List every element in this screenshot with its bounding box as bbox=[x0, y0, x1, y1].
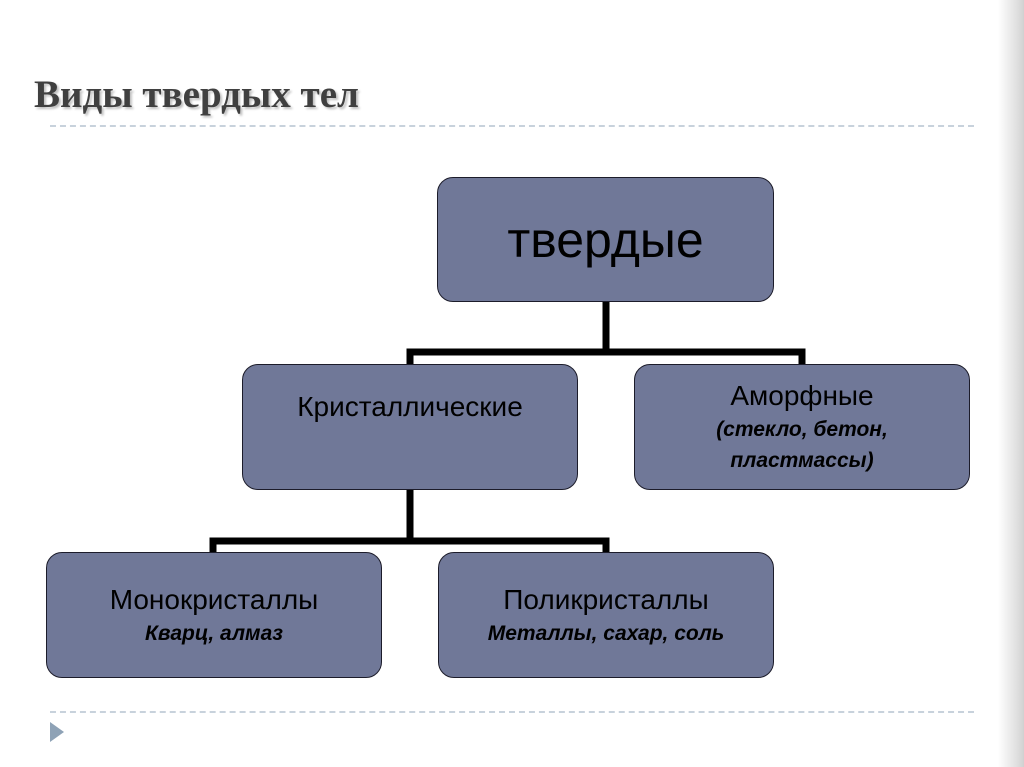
node-solids: твердые bbox=[437, 177, 774, 302]
slide-title: Виды твердых тел bbox=[34, 73, 359, 116]
node-amorphous-examples: (стекло, бетон, пластмассы) bbox=[716, 418, 888, 472]
footer-divider bbox=[50, 711, 974, 713]
node-polycrystals-label: Поликристаллы bbox=[503, 583, 709, 615]
node-monocrystals-examples: Кварц, алмаз bbox=[145, 621, 283, 645]
node-crystalline-label: Кристаллические bbox=[297, 391, 523, 422]
node-polycrystals: Поликристаллы Металлы, сахар, соль bbox=[438, 552, 774, 678]
slide-edge-shadow bbox=[998, 0, 1024, 767]
triangle-right-icon bbox=[50, 722, 64, 742]
node-amorphous-label: Аморфные bbox=[730, 380, 874, 411]
node-amorphous: Аморфные (стекло, бетон, пластмассы) bbox=[634, 364, 970, 490]
node-solids-label: твердые bbox=[507, 211, 704, 268]
node-monocrystals-label: Монокристаллы bbox=[109, 583, 319, 615]
node-monocrystals: Монокристаллы Кварц, алмаз bbox=[46, 552, 382, 678]
node-polycrystals-examples: Металлы, сахар, соль bbox=[487, 621, 725, 645]
title-divider bbox=[50, 125, 974, 127]
node-crystalline: Кристаллические bbox=[242, 364, 578, 490]
